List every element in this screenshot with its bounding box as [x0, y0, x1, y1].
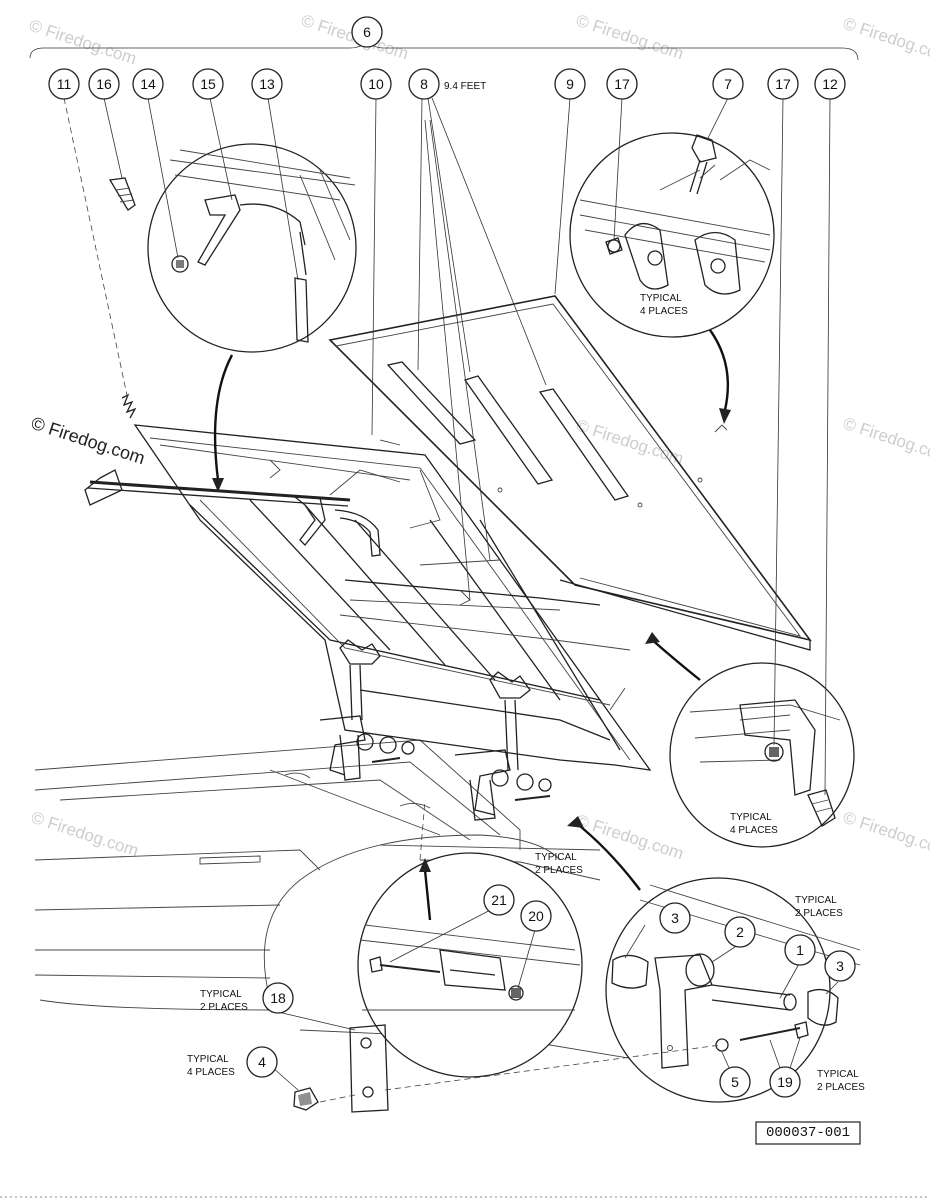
- svg-text:8: 8: [420, 76, 428, 92]
- note-typical-2-places: TYPICAL 2 PLACES: [795, 895, 843, 919]
- note-typical-2-places: TYPICAL 2 PLACES: [535, 852, 583, 876]
- svg-text:TYPICAL: TYPICAL: [187, 1054, 229, 1065]
- typical-notes: TYPICAL 4 PLACES TYPICAL 4 PLACES TYPICA…: [187, 293, 865, 1093]
- detail-view-hinge-pin: [357, 852, 583, 1078]
- svg-text:9: 9: [566, 76, 574, 92]
- svg-text:7: 7: [724, 76, 732, 92]
- length-note: 9.4 FEET: [444, 81, 486, 92]
- watermark-prominent: © Firedog.com: [29, 413, 148, 469]
- svg-text:2 PLACES: 2 PLACES: [200, 1002, 248, 1013]
- support-rod-assembly: [84, 393, 381, 557]
- watermark: © Firedog.com: [27, 16, 139, 69]
- svg-text:21: 21: [491, 892, 507, 908]
- watermark: © Firedog.com: [574, 11, 686, 64]
- svg-text:10: 10: [368, 76, 384, 92]
- reference-number-box: 000037-001: [755, 1121, 861, 1145]
- svg-text:18: 18: [270, 990, 286, 1006]
- callout-3: 3: [659, 902, 691, 934]
- svg-text:19: 19: [777, 1074, 793, 1090]
- callout-4: 4: [246, 1046, 278, 1078]
- note-typical-2-places: TYPICAL 2 PLACES: [200, 989, 248, 1013]
- callout-1: 1: [784, 934, 816, 966]
- callout-15: 15: [192, 68, 224, 100]
- svg-text:13: 13: [259, 76, 275, 92]
- callout-10: 10: [360, 68, 392, 100]
- watermark: © Firedog.com: [841, 414, 930, 467]
- callout-5: 5: [719, 1066, 751, 1098]
- detail-arrows: [212, 329, 731, 921]
- svg-text:15: 15: [200, 76, 216, 92]
- watermark: © Firedog.com: [841, 14, 930, 67]
- svg-text:2 PLACES: 2 PLACES: [535, 865, 583, 876]
- callout-21: 21: [483, 884, 515, 916]
- callout-12: 12: [814, 68, 846, 100]
- svg-text:2 PLACES: 2 PLACES: [795, 908, 843, 919]
- callout-16: 16: [88, 68, 120, 100]
- hinge-assemblies: [319, 639, 552, 861]
- note-typical-2-places: TYPICAL 2 PLACES: [817, 1069, 865, 1093]
- svg-text:20: 20: [528, 908, 544, 924]
- svg-text:TYPICAL: TYPICAL: [730, 812, 772, 823]
- svg-text:17: 17: [614, 76, 630, 92]
- watermark: © Firedog.com: [841, 808, 930, 861]
- svg-text:11: 11: [57, 76, 72, 92]
- note-typical-4-places: TYPICAL 4 PLACES: [730, 812, 778, 836]
- svg-text:4 PLACES: 4 PLACES: [187, 1067, 235, 1078]
- seat-back-panel: [328, 295, 812, 651]
- svg-text:4: 4: [258, 1054, 266, 1070]
- svg-text:16: 16: [96, 76, 112, 92]
- watermark: © Firedog.com: [574, 811, 686, 864]
- watermark: © Firedog.com: [29, 808, 141, 861]
- note-typical-4-places: TYPICAL 4 PLACES: [187, 1054, 235, 1078]
- svg-text:1: 1: [796, 942, 804, 958]
- callouts: 6 11 16 14 15 13 10 8 9.4 FEET 9 17 7 17…: [48, 16, 856, 1098]
- seat-frame: [133, 424, 652, 771]
- callout-13: 13: [251, 68, 283, 100]
- callout-8: 8: [408, 68, 440, 100]
- callout-3: 3: [824, 950, 856, 982]
- svg-text:TYPICAL: TYPICAL: [535, 852, 577, 863]
- note-typical-4-places: TYPICAL 4 PLACES: [640, 293, 688, 317]
- svg-text:12: 12: [822, 76, 838, 92]
- callout-9: 9: [554, 68, 586, 100]
- callout-20: 20: [520, 900, 552, 932]
- svg-text:2 PLACES: 2 PLACES: [817, 1082, 865, 1093]
- callout-17: 17: [606, 68, 638, 100]
- svg-text:2: 2: [736, 924, 744, 940]
- svg-text:TYPICAL: TYPICAL: [795, 895, 837, 906]
- group-bracket: [29, 41, 859, 61]
- callout-6: 6: [351, 16, 383, 48]
- svg-text:TYPICAL: TYPICAL: [200, 989, 242, 1000]
- callout-17: 17: [767, 68, 799, 100]
- callout-14: 14: [132, 68, 164, 100]
- svg-text:3: 3: [836, 958, 844, 974]
- detail-view-latch: [108, 143, 357, 353]
- svg-text:14: 14: [140, 76, 156, 92]
- svg-text:TYPICAL: TYPICAL: [817, 1069, 859, 1080]
- svg-text:17: 17: [775, 76, 791, 92]
- mount-plate-and-nut: [293, 1024, 721, 1113]
- callout-11: 11: [48, 68, 80, 100]
- svg-text:5: 5: [731, 1074, 739, 1090]
- reference-number: 000037-001: [766, 1125, 850, 1141]
- callout-18: 18: [262, 982, 294, 1014]
- svg-text:TYPICAL: TYPICAL: [640, 293, 682, 304]
- callout-7: 7: [712, 68, 744, 100]
- detail-view-bracket-bolts: [569, 132, 775, 338]
- svg-text:3: 3: [671, 910, 679, 926]
- svg-text:4 PLACES: 4 PLACES: [640, 306, 688, 317]
- detail-view-frame-corner: [669, 662, 855, 848]
- svg-text:4 PLACES: 4 PLACES: [730, 825, 778, 836]
- callout-2: 2: [724, 916, 756, 948]
- svg-text:6: 6: [363, 24, 371, 40]
- callout-19: 19: [769, 1066, 801, 1098]
- leader-lines: [63, 97, 839, 1091]
